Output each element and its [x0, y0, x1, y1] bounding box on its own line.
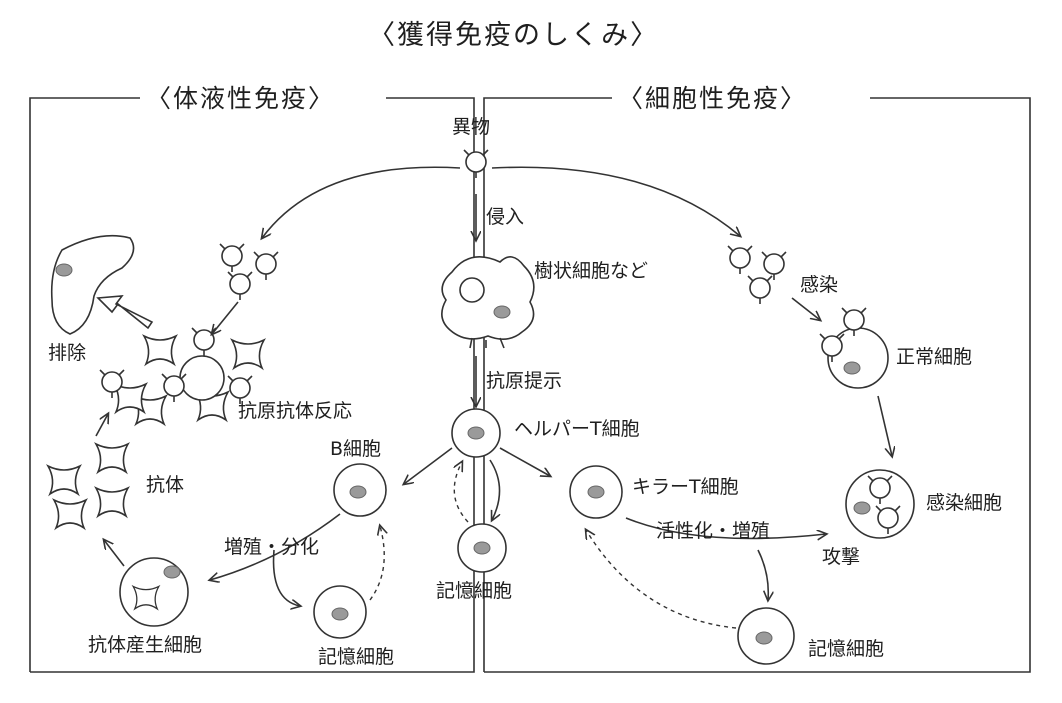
arrow-producing-antibody: [104, 540, 125, 567]
memory-cell-left-icon: [313, 585, 367, 639]
arrow-helper-b: [404, 447, 453, 484]
antigen-icon: [727, 245, 753, 275]
label-antigen-presentation: 抗原提示: [486, 370, 563, 392]
label-dendritic: 樹状細胞など: [534, 260, 649, 282]
label-infected-cell: 感染細胞: [926, 492, 1003, 514]
arrow-memory-b: [369, 526, 384, 601]
label-killer-t: キラーT細胞: [632, 476, 739, 498]
arrow-killer-memory: [757, 549, 768, 600]
antigen-icon: [747, 275, 773, 305]
elimination-arrow-icon: [96, 295, 154, 330]
label-elimination: 排除: [48, 342, 87, 364]
arrow-infection: [791, 297, 820, 320]
b-cell-icon: [333, 463, 387, 517]
dendritic-cell-icon: [441, 256, 535, 349]
label-antigen-antibody: 抗原抗体反応: [238, 400, 353, 422]
label-attack: 攻撃: [822, 546, 861, 568]
antibody-icon: [53, 499, 87, 529]
arrow-memory-killer: [586, 530, 737, 629]
antigen-icon: [761, 251, 787, 281]
infected-cell-icon: [845, 469, 915, 539]
antigen-antibody-complex-icon: [99, 327, 265, 425]
antibody-icon: [95, 443, 129, 473]
antigen-icon: [253, 251, 279, 281]
label-infection: 感染: [800, 274, 839, 296]
arrow-proliferation: [210, 513, 341, 580]
humoral-frame: [29, 97, 475, 673]
label-normal-cell: 正常細胞: [896, 346, 973, 368]
antigen-icon: [227, 271, 253, 301]
label-proliferation: 増殖・分化: [224, 536, 320, 558]
label-antibody-producing: 抗体産生細胞: [88, 634, 203, 656]
label-memory-right: 記憶細胞: [808, 638, 885, 660]
arrow-helper-killer: [499, 447, 550, 476]
arrow-normal-infected: [877, 395, 892, 456]
arrow-b-memory: [272, 549, 300, 606]
label-memory-center: 記憶細胞: [436, 580, 513, 602]
arrow-antibody-reaction: [95, 414, 108, 437]
antibody-icon: [95, 487, 129, 517]
antibody-producing-cell-icon: [119, 557, 189, 627]
killer-t-cell-icon: [569, 465, 623, 519]
arrow-activation: [625, 517, 826, 538]
arrow-antigen-complex: [212, 301, 239, 334]
label-invasion: 侵入: [486, 206, 525, 228]
normal-cell-icon: [819, 307, 889, 389]
section-cellular: 〈細胞性免疫〉: [612, 86, 814, 111]
label-activation: 活性化・増殖: [656, 520, 771, 542]
arrow-memory-helper: [454, 462, 469, 523]
label-memory-left: 記憶細胞: [318, 646, 395, 668]
label-antibody: 抗体: [146, 474, 185, 496]
phagocyte-icon: [50, 234, 135, 335]
memory-cell-right-icon: [737, 607, 795, 665]
helper-t-cell-icon: [451, 408, 501, 458]
page-title: 〈獲得免疫のしくみ〉: [368, 20, 660, 51]
arrow-to-humoral: [262, 166, 461, 238]
antibody-icon: [47, 465, 81, 495]
label-foreign: 異物: [452, 116, 491, 138]
antigen-icon: [219, 243, 245, 273]
label-helper-t: ヘルパーT細胞: [514, 418, 640, 440]
arrow-helper-memory: [489, 459, 500, 520]
label-b-cell: B細胞: [330, 438, 382, 460]
section-humoral: 〈体液性免疫〉: [140, 86, 342, 111]
cellular-frame: [483, 97, 1031, 673]
arrow-to-cellular: [491, 166, 740, 236]
memory-cell-center-icon: [457, 523, 507, 573]
